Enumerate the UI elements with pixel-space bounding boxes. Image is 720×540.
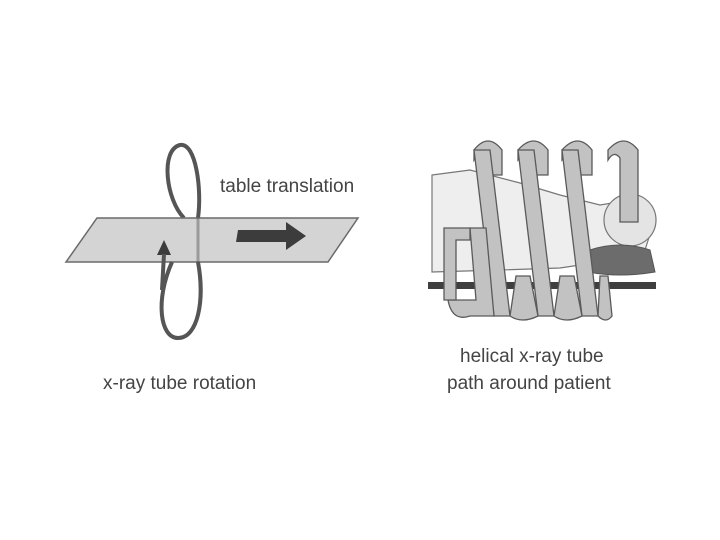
tube-rotation-ring-front	[159, 261, 203, 341]
rotation-arrow-stem	[160, 253, 166, 291]
pillow	[587, 244, 656, 276]
helix-bottom-1	[447, 227, 495, 318]
translation-arrow-icon	[236, 222, 306, 250]
rotation-arrow-icon	[157, 240, 171, 255]
tube-rotation-ring-back	[165, 143, 202, 220]
helical-caption-line2: path around patient	[447, 373, 611, 394]
tube-rotation-label: x-ray tube rotation	[103, 373, 257, 394]
table-translation-label: table translation	[220, 176, 355, 197]
table-plane	[64, 217, 360, 263]
helix-bottom-4	[597, 275, 613, 321]
helix-strips	[443, 140, 639, 321]
helical-caption-line1: helical x-ray tube	[460, 346, 604, 367]
helix-bottom-3	[553, 275, 583, 321]
helix-bottom-2	[509, 275, 539, 321]
helix-start	[443, 227, 471, 301]
helix-loop-4-back	[607, 140, 639, 223]
